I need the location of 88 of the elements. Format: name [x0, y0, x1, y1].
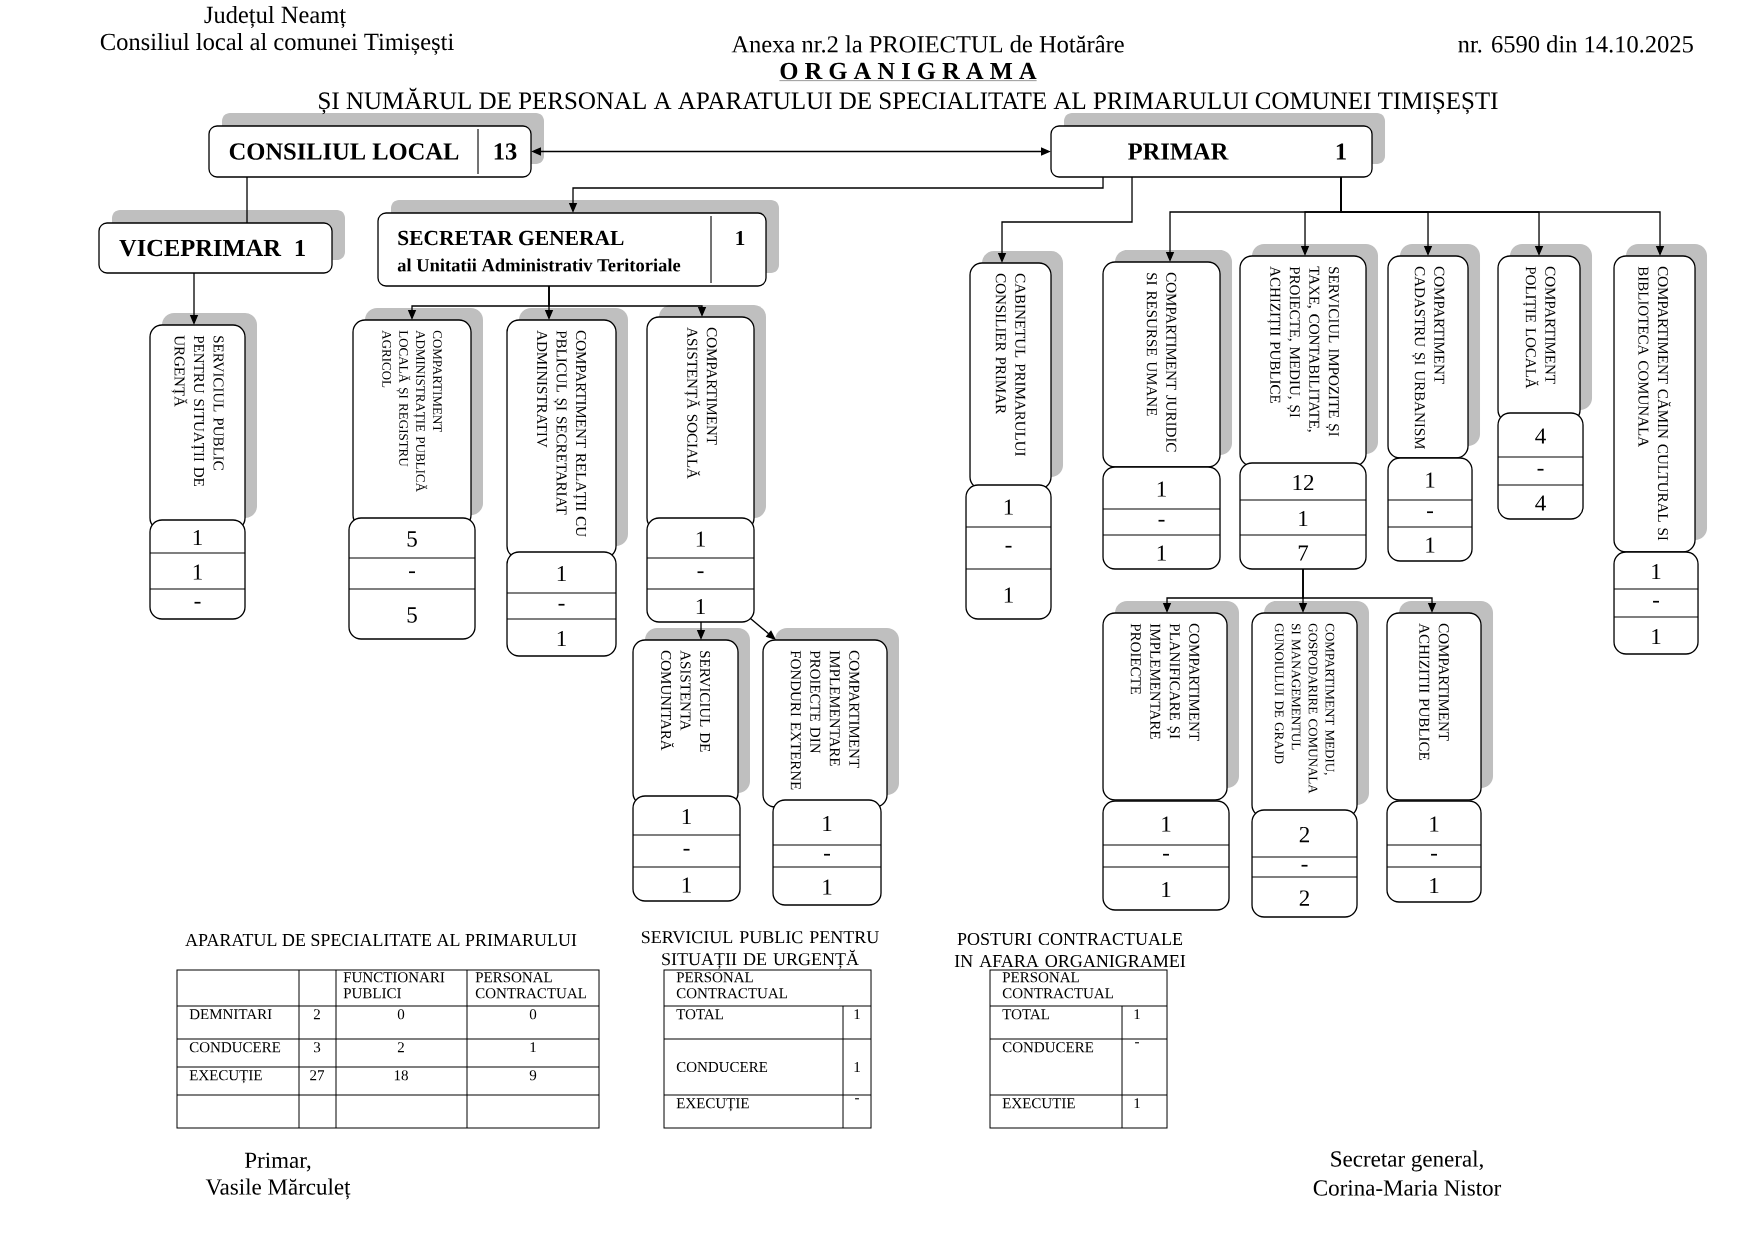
staff-number: 1: [696, 531, 705, 547]
row-label: EXECUȚIE: [189, 1070, 262, 1084]
staff-number: 4: [1535, 428, 1546, 444]
staff-number: -: [1653, 600, 1660, 603]
staff-number: -: [1005, 545, 1012, 548]
staff-number: -: [194, 601, 201, 604]
page-title: O R G A N I G R A M A: [779, 62, 1037, 81]
column-header: FUNCTIONARI PUBLICI: [343, 972, 445, 999]
staff-number: 1: [1652, 563, 1661, 580]
staff-number: -: [1163, 853, 1169, 856]
staff-number: -: [824, 853, 830, 856]
staff-number: 12: [1293, 474, 1314, 491]
row-label: EXECUȚIE: [676, 1098, 749, 1112]
staff-number: -: [1427, 511, 1434, 514]
header-text: Anexa nr.2 la PROIECTUL de Hotărâre: [731, 35, 1124, 53]
staff-number: 1: [1652, 628, 1661, 645]
staff-number: 1: [557, 565, 566, 582]
staff-number: 1: [682, 808, 691, 825]
table-title: POSTURI CONTRACTUALE IN AFARA ORGANIGRAMEI: [954, 932, 1186, 968]
cell-value: -: [855, 1098, 859, 1100]
cell-value: -: [1135, 1042, 1139, 1044]
staff-number: -: [1431, 853, 1438, 856]
cell-value: 1: [1134, 1098, 1140, 1109]
staff-number: 1: [1426, 472, 1435, 488]
row-label: CONDUCERE: [1002, 1042, 1094, 1053]
signature-title: Secretar general,: [1331, 1150, 1483, 1172]
staff-number: 7: [1298, 545, 1309, 561]
staff-number: 5: [407, 607, 417, 623]
cell-value: 0: [397, 1009, 405, 1020]
staff-number: -: [683, 848, 690, 851]
cell-value: 1: [854, 1062, 860, 1072]
staff-number: 1: [1004, 499, 1013, 515]
staff-number: 1: [1162, 881, 1171, 898]
staff-number: 1: [1157, 481, 1166, 497]
staff-number: 1: [696, 598, 705, 615]
cell-value: 27: [310, 1070, 325, 1081]
signature-name: Corina-Maria Nistor: [1313, 1180, 1502, 1196]
connector-line: [246, 176, 248, 224]
staff-number: 1: [1157, 545, 1166, 561]
staff-number: -: [558, 603, 565, 606]
staff-number: 1: [682, 877, 691, 893]
staff-number: 5: [407, 531, 417, 547]
header-text: Județul Neamț: [204, 5, 346, 29]
staff-number: 1: [823, 815, 832, 832]
column-header: PERSONAL CONTRACTUAL: [676, 972, 787, 999]
row-label: EXECUTIE: [1002, 1098, 1075, 1109]
staff-number: 1: [1299, 510, 1308, 527]
cell-value: 1: [854, 1009, 860, 1020]
signature-title: Primar,: [244, 1152, 311, 1172]
cell-value: 2: [397, 1042, 404, 1053]
table-title: SERVICIUL PUBLIC PENTRU SITUAȚII DE URGENȚĂ: [641, 931, 879, 969]
row-label: CONDUCERE: [189, 1042, 281, 1053]
staff-number: 1: [1426, 537, 1435, 553]
cell-value: 3: [314, 1042, 321, 1053]
staff-number: -: [1301, 864, 1308, 867]
arrow: [749, 617, 776, 640]
staff-number: -: [1158, 519, 1165, 522]
cell-value: 0: [529, 1009, 537, 1020]
staff-number: -: [697, 571, 704, 574]
row-label: CONDUCERE: [676, 1062, 768, 1073]
row-label: DEMNITARI: [189, 1009, 272, 1020]
staff-number: 1: [1162, 816, 1171, 832]
cell-value: 1: [530, 1042, 536, 1053]
signature-name: Vasile Mărculeț: [205, 1178, 351, 1200]
staff-number: 1: [1430, 816, 1439, 832]
table-title: APARATUL DE SPECIALITATE AL PRIMARULUI: [185, 933, 577, 947]
cell-value: 18: [394, 1070, 408, 1081]
row-label: TOTAL: [1002, 1009, 1049, 1020]
cell-value: 1: [1134, 1009, 1140, 1020]
staff-number: 2: [1299, 890, 1309, 906]
staff-number: 1: [557, 630, 566, 647]
cell-value: 2: [313, 1009, 320, 1020]
cell-value: 9: [529, 1070, 537, 1081]
staff-number: 1: [193, 529, 202, 546]
staff-number: 1: [193, 564, 202, 580]
row-label: TOTAL: [676, 1009, 723, 1020]
header-text: Consiliul local al comunei Timișești: [100, 32, 454, 56]
header-text: nr. 6590 din 14.10.2025: [1458, 35, 1693, 53]
staff-number: 1: [1004, 587, 1013, 603]
staff-number: 1: [1430, 877, 1439, 894]
staff-number: 1: [823, 879, 832, 895]
page-subtitle: ȘI NUMĂRUL DE PERSONAL A APARATULUI DE SPECIALITATE AL PRIMARULUI COMUNEI TIMIȘEȘTI: [319, 87, 1498, 115]
staff-number: -: [1537, 468, 1544, 471]
column-header: PERSONAL CONTRACTUAL: [475, 972, 586, 999]
staff-number: 2: [1299, 826, 1309, 843]
column-header: PERSONAL CONTRACTUAL: [1002, 972, 1113, 999]
staff-number: -: [409, 571, 415, 574]
staff-number: 4: [1535, 495, 1546, 511]
